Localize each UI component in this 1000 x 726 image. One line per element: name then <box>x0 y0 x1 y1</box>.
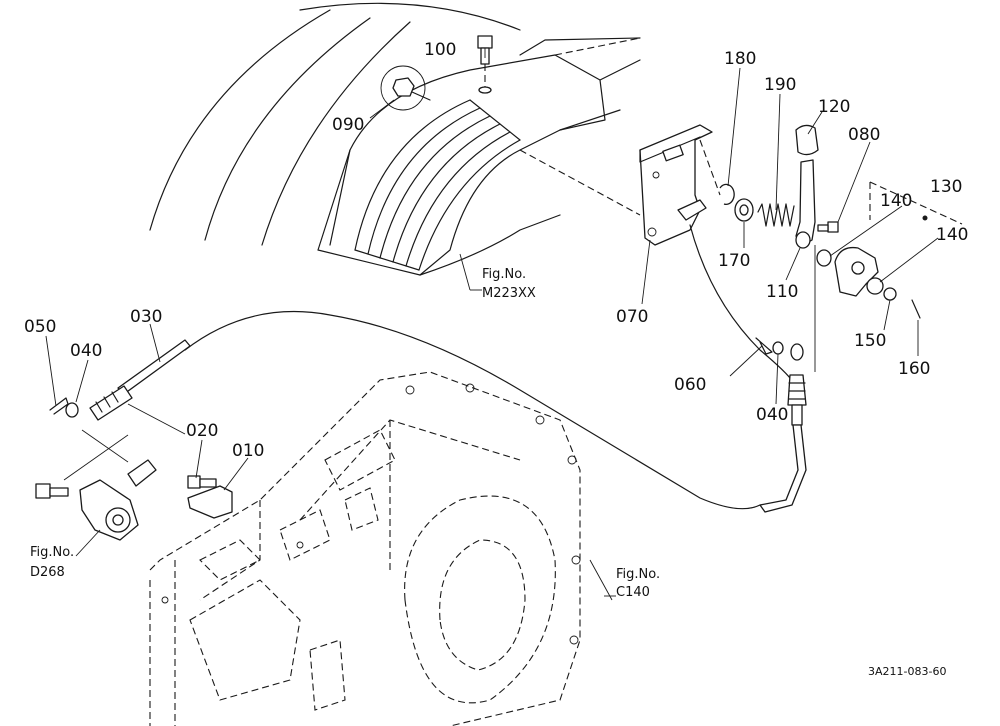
coupler-d268 <box>35 403 186 541</box>
callout-140-lower: 140 <box>936 225 968 245</box>
fig-code-fender: M223XX <box>482 286 536 301</box>
callout-080: 080 <box>848 125 880 145</box>
cable-end-right <box>759 343 807 513</box>
cable-030 <box>89 224 796 510</box>
fender-assembly <box>149 2 641 276</box>
callout-150: 150 <box>854 331 886 351</box>
callout-190: 190 <box>764 75 796 95</box>
callout-010: 010 <box>232 441 264 461</box>
callout-120: 120 <box>818 97 850 117</box>
clip-060 <box>755 337 773 355</box>
washer-040-left <box>65 402 79 418</box>
washer-170 <box>734 198 754 222</box>
callout-060: 060 <box>674 375 706 395</box>
clip-050 <box>49 397 69 415</box>
bolt-100 <box>477 35 493 94</box>
figure-ref-fender: Fig.No. M223XX <box>470 267 536 301</box>
bolt-080 <box>817 221 839 233</box>
callout-130: 130 <box>930 177 962 197</box>
bolt-020 <box>187 475 217 489</box>
knob-120 <box>795 124 819 156</box>
callout-140-upper: 140 <box>880 191 912 211</box>
lever-110 <box>795 159 816 249</box>
leader-lines <box>45 48 939 601</box>
fig-code-coupler: D268 <box>30 565 65 580</box>
callout-100: 100 <box>424 40 456 60</box>
callout-090: 090 <box>332 115 364 135</box>
figure-ref-coupler: Fig.No. D268 <box>30 545 74 580</box>
callout-110: 110 <box>766 282 798 302</box>
bracket-070 <box>639 124 713 246</box>
callout-180: 180 <box>724 49 756 69</box>
bolt-090 <box>380 65 431 111</box>
snap-ring-180 <box>719 183 735 206</box>
washer-040-right <box>772 341 784 355</box>
callout-040-right: 040 <box>756 405 788 425</box>
callout-070: 070 <box>616 307 648 327</box>
transmission-case-c140 <box>149 371 581 726</box>
callout-050: 050 <box>24 317 56 337</box>
figure-ref-case: Fig.No. C140 <box>604 567 660 600</box>
fig-code-case: C140 <box>616 585 650 600</box>
drawing-code: 3A211-083-60 <box>868 665 946 678</box>
callout-040-left: 040 <box>70 341 102 361</box>
cam-130 <box>816 215 928 319</box>
callout-170: 170 <box>718 251 750 271</box>
spring-190 <box>757 203 795 227</box>
bracket-010 <box>187 485 233 519</box>
callout-020: 020 <box>186 421 218 441</box>
fig-label-case: Fig.No. <box>616 567 660 582</box>
callout-030: 030 <box>130 307 162 327</box>
fig-label-fender: Fig.No. <box>482 267 526 282</box>
callout-labels: 100 090 180 190 120 080 130 140 140 170 … <box>24 40 968 461</box>
fig-label-coupler: Fig.No. <box>30 545 74 560</box>
callout-160: 160 <box>898 359 930 379</box>
